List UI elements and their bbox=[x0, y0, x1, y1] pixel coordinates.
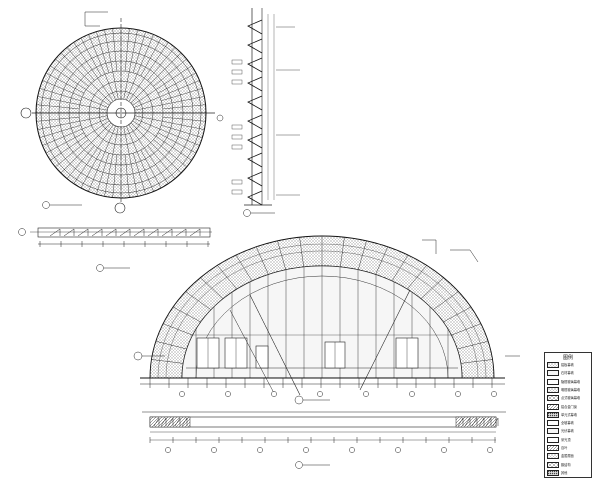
legend-item: 石材幕墙 bbox=[547, 369, 591, 377]
plan-section-strip bbox=[18, 227, 212, 272]
arched-elevation bbox=[133, 235, 520, 405]
legend-swatch bbox=[547, 436, 559, 443]
legend-item: 光伏幕墙 bbox=[547, 427, 591, 435]
vertical-section bbox=[231, 8, 300, 217]
legend-item: 全玻幕墙 bbox=[547, 419, 591, 427]
legend-item: 点式玻璃幕墙 bbox=[547, 394, 591, 402]
legend-swatch bbox=[547, 461, 559, 468]
legend-swatch bbox=[547, 445, 559, 451]
legend-label: 明框玻璃幕墙 bbox=[561, 387, 581, 392]
legend-label: 点式玻璃幕墙 bbox=[561, 396, 581, 401]
legend-title: 图例 bbox=[562, 355, 573, 361]
legend-item: 采光顶 bbox=[547, 436, 591, 444]
legend-label: 石材幕墙 bbox=[561, 371, 574, 376]
legend-item: 铝合金门窗 bbox=[547, 403, 591, 411]
legend-label: 铝板幕墙 bbox=[561, 363, 574, 367]
legend-label: 膜结构 bbox=[561, 462, 571, 467]
legend-item: 铝板幕墙 bbox=[547, 361, 591, 369]
legend-label: 金属屋面 bbox=[561, 454, 574, 459]
legend-label: 其他 bbox=[561, 470, 568, 475]
legend-swatch bbox=[547, 395, 559, 402]
legend-label: 百叶 bbox=[561, 446, 568, 450]
legend-item: 其他 bbox=[547, 469, 591, 477]
view-title-marker bbox=[42, 201, 50, 209]
legend-swatch bbox=[547, 378, 559, 385]
legend-swatch bbox=[547, 420, 559, 427]
legend-label: 全玻幕墙 bbox=[561, 421, 574, 426]
legend-swatch bbox=[547, 386, 559, 393]
axis-bubble-left bbox=[20, 107, 32, 119]
legend-label: 光伏幕墙 bbox=[561, 429, 574, 434]
legend-swatch bbox=[547, 362, 559, 368]
legend-swatch bbox=[547, 469, 559, 476]
legend-label: 隐框玻璃幕墙 bbox=[561, 379, 581, 384]
legend-label: 单元式幕墙 bbox=[561, 412, 577, 417]
bottom-plan-strip bbox=[142, 411, 506, 469]
legend-panel: 图例 铝板幕墙石材幕墙隐框玻璃幕墙明框玻璃幕墙点式玻璃幕墙铝合金门窗单元式幕墙全… bbox=[544, 352, 592, 478]
legend-item: 明框玻璃幕墙 bbox=[547, 386, 591, 394]
legend-swatch bbox=[547, 403, 559, 410]
legend-swatch bbox=[547, 411, 559, 418]
legend-swatch bbox=[547, 370, 559, 377]
legend-swatch bbox=[547, 428, 559, 435]
legend-label: 铝合金门窗 bbox=[561, 404, 577, 409]
axis-bubble-bottom bbox=[114, 202, 126, 214]
legend-swatch bbox=[547, 453, 559, 460]
legend-item: 隐框玻璃幕墙 bbox=[547, 378, 591, 386]
legend-label: 采光顶 bbox=[561, 437, 571, 442]
legend-item: 单元式幕墙 bbox=[547, 411, 591, 419]
legend-item: 膜结构 bbox=[547, 461, 591, 469]
circular-plan bbox=[20, 11, 224, 214]
legend-item: 百叶 bbox=[547, 444, 591, 452]
legend-item: 金属屋面 bbox=[547, 452, 591, 460]
